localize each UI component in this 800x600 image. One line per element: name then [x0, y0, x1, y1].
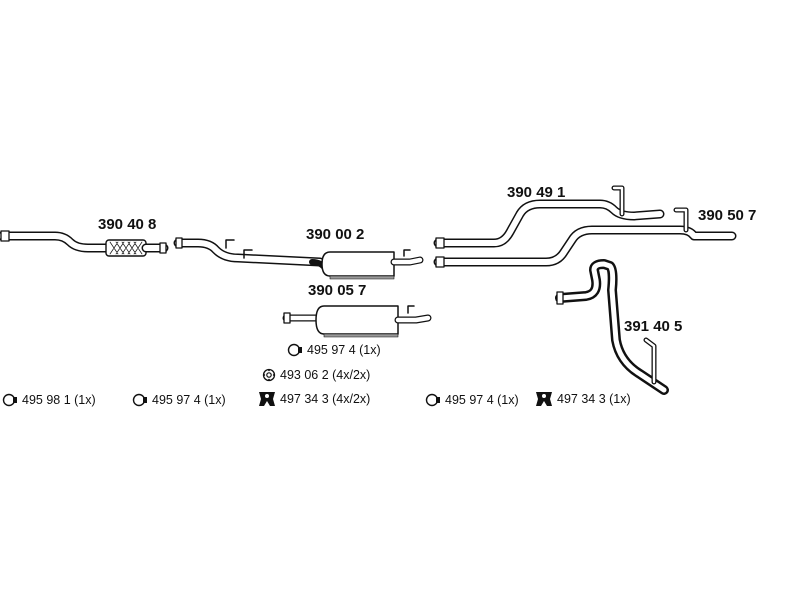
hardware-clamp-front: 495 98 1 (1x)	[2, 393, 96, 407]
rubber-hanger-icon	[536, 392, 552, 406]
hardware-clamp-right: 495 97 4 (1x)	[425, 393, 519, 407]
hardware-gasket-center: 493 06 2 (4x/2x)	[262, 368, 370, 382]
part-number-tail-pipe: 391 40 5	[624, 318, 683, 335]
gasket-icon	[262, 368, 276, 382]
hardware-label: 495 98 1 (1x)	[22, 393, 96, 407]
hardware-label: 497 34 3 (4x/2x)	[280, 392, 371, 406]
rear-pipe-upper-part	[433, 185, 665, 249]
hardware-label: 495 97 4 (1x)	[152, 393, 226, 407]
hardware-label: 497 34 3 (1x)	[557, 392, 631, 406]
hardware-clamp-left: 495 97 4 (1x)	[132, 393, 226, 407]
part-number-rear-pipe-upper: 390 49 1	[507, 184, 566, 201]
clamp-icon	[287, 343, 302, 357]
part-number-rear-pipe-lower: 390 50 7	[698, 207, 757, 224]
hardware-label: 495 97 4 (1x)	[307, 343, 381, 357]
rubber-hanger-icon	[259, 392, 275, 406]
hardware-label: 495 97 4 (1x)	[445, 393, 519, 407]
hardware-clamp-center: 495 97 4 (1x)	[287, 343, 381, 357]
clamp-icon	[425, 393, 440, 407]
rear-pipe-lower-part	[433, 207, 737, 268]
hardware-hanger-center: 497 34 3 (4x/2x)	[258, 390, 370, 408]
part-number-front-pipe: 390 40 8	[98, 216, 157, 233]
part-number-middle-muffler-alt: 390 05 7	[308, 282, 367, 299]
middle-muffler-part	[173, 237, 424, 280]
tail-pipe-part	[555, 259, 669, 395]
clamp-icon	[132, 393, 147, 407]
part-number-middle-muffler: 390 00 2	[306, 226, 365, 243]
clamp-icon	[2, 393, 17, 407]
hardware-hanger-right: 497 34 3 (1x)	[535, 390, 631, 408]
hardware-label: 493 06 2 (4x/2x)	[280, 368, 371, 382]
front-pipe-part	[0, 230, 169, 257]
middle-muffler-alt-part	[282, 305, 432, 338]
